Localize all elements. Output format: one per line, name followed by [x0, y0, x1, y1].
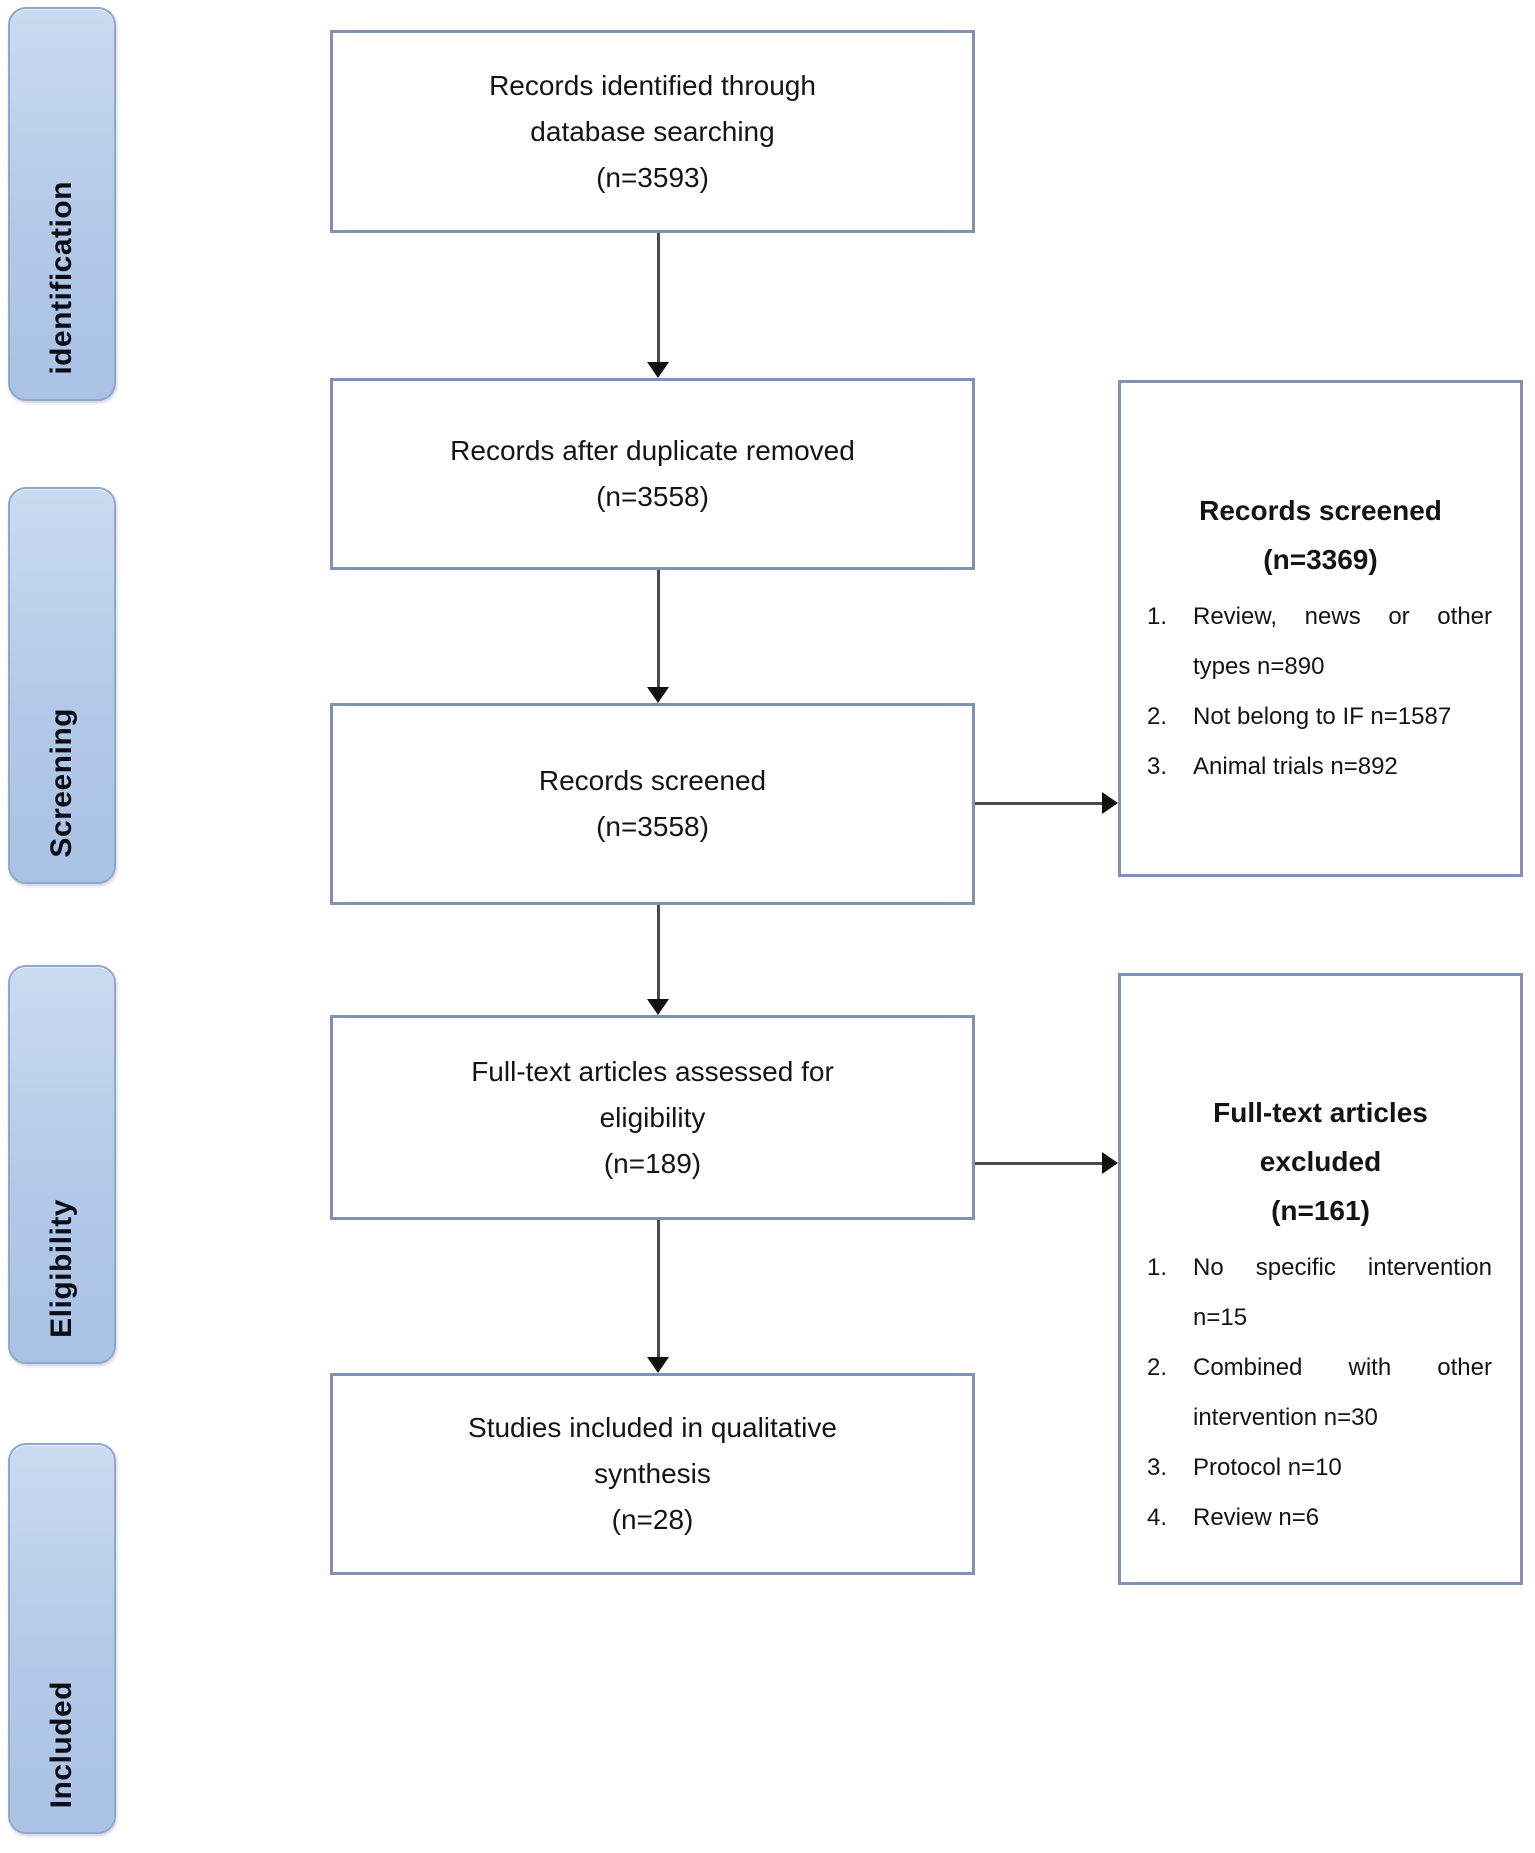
arrow-shaft	[656, 1220, 660, 1357]
arrow-shaft	[656, 905, 660, 999]
exclusion-box-fulltext-excluded: Full-text articles excluded (n=161) 1. N…	[1118, 973, 1523, 1585]
list-item-text: Review n=6	[1193, 1504, 1320, 1531]
arrow-shaft	[656, 233, 660, 362]
flow-box-line: synthesis	[594, 1458, 711, 1489]
arrow-down-icon	[646, 1220, 670, 1373]
arrow-right-icon	[975, 1151, 1118, 1175]
list-item-number: 4.	[1147, 1504, 1168, 1531]
flow-box-line: Records after duplicate removed	[450, 435, 855, 466]
exclusion-box-title-line: Full-text articles	[1213, 1097, 1428, 1128]
list-item-text: Combined with other intervention n=30	[1193, 1354, 1492, 1431]
arrow-head	[1102, 1152, 1118, 1174]
flow-box-records-identified: Records identified through database sear…	[330, 30, 975, 233]
arrow-head	[647, 687, 669, 703]
stage-tab-included: Included	[8, 1443, 116, 1834]
flow-box-line: Records identified through	[489, 69, 816, 101]
flow-box-records-screened: Records screened (n=3558)	[330, 703, 975, 905]
stage-tab-label: identification	[45, 181, 78, 375]
exclusion-box-records-screened: Records screened (n=3369) 1. Review, new…	[1118, 380, 1523, 877]
stage-tab-screening: Screening	[8, 487, 116, 884]
flow-box-line: (n=3558)	[596, 481, 709, 512]
flow-box-after-duplicates: Records after duplicate removed (n=3558)	[330, 378, 975, 570]
arrow-shaft	[975, 801, 1102, 805]
exclusion-list-item: 1. Review, news or other types n=890	[1121, 592, 1520, 692]
exclusion-box-title: Records screened (n=3369)	[1121, 486, 1520, 584]
list-item-number: 2.	[1147, 1354, 1168, 1381]
exclusion-list: 1. Review, news or other types n=890 2. …	[1121, 592, 1520, 792]
flow-box-fulltext-assessed: Full-text articles assessed for eligibil…	[330, 1015, 975, 1220]
list-item-text: No specific intervention n=15	[1193, 1254, 1492, 1331]
arrow-down-icon	[646, 233, 670, 378]
arrow-down-icon	[646, 905, 670, 1015]
list-item-number: 1.	[1147, 1254, 1168, 1281]
exclusion-box-title-line: (n=3369)	[1263, 544, 1378, 575]
arrow-right-icon	[975, 791, 1118, 815]
stage-tab-label: Screening	[45, 708, 78, 858]
arrow-head	[647, 999, 669, 1015]
exclusion-list-item: 1. No specific intervention n=15	[1121, 1243, 1520, 1343]
stage-tab-eligibility: Eligibility	[8, 965, 116, 1364]
exclusion-list: 1. No specific intervention n=15 2. Comb…	[1121, 1243, 1520, 1543]
stage-tab-label: Eligibility	[45, 1199, 78, 1338]
list-item-number: 3.	[1147, 1454, 1168, 1481]
flow-box-line: (n=3593)	[596, 161, 709, 193]
exclusion-list-item: 3. Protocol n=10	[1121, 1443, 1520, 1493]
flow-box-line: Full-text articles assessed for	[471, 1055, 834, 1087]
exclusion-box-title-line: excluded	[1259, 1146, 1382, 1177]
exclusion-box-title-line: (n=161)	[1271, 1195, 1370, 1226]
list-item-text: Animal trials n=892	[1193, 753, 1398, 780]
arrow-shaft	[656, 570, 660, 687]
flow-box-line: database searching	[530, 115, 775, 147]
flow-box-line: Records screened	[538, 765, 767, 796]
list-item-number: 1.	[1147, 603, 1168, 630]
exclusion-list-item: 2. Not belong to IF n=1587	[1121, 692, 1520, 742]
exclusion-box-title-line: Records screened	[1199, 495, 1442, 526]
flow-box-line: eligibility	[599, 1101, 706, 1133]
exclusion-list-item: 2. Combined with other intervention n=30	[1121, 1343, 1520, 1443]
stage-tab-label: Included	[45, 1680, 78, 1808]
arrow-head	[1102, 792, 1118, 814]
arrow-shaft	[975, 1161, 1102, 1165]
list-item-text: Review, news or other types n=890	[1193, 603, 1492, 680]
arrow-head	[647, 1357, 669, 1373]
list-item-text: Not belong to IF n=1587	[1193, 703, 1452, 730]
list-item-number: 2.	[1147, 703, 1168, 730]
exclusion-box-title: Full-text articles excluded (n=161)	[1121, 1088, 1520, 1235]
exclusion-list-item: 3. Animal trials n=892	[1121, 742, 1520, 792]
arrow-head	[647, 362, 669, 378]
exclusion-list-item: 4. Review n=6	[1121, 1493, 1520, 1543]
list-item-text: Protocol n=10	[1193, 1454, 1342, 1481]
flow-box-studies-included: Studies included in qualitative synthesi…	[330, 1373, 975, 1575]
arrow-down-icon	[646, 570, 670, 703]
list-item-number: 3.	[1147, 753, 1168, 780]
flow-box-line: (n=189)	[603, 1147, 702, 1179]
flow-box-line: Studies included in qualitative	[468, 1412, 837, 1443]
flow-box-line: (n=28)	[611, 1504, 694, 1535]
flow-box-line: (n=3558)	[596, 811, 709, 842]
stage-tab-identification: identification	[8, 7, 116, 401]
